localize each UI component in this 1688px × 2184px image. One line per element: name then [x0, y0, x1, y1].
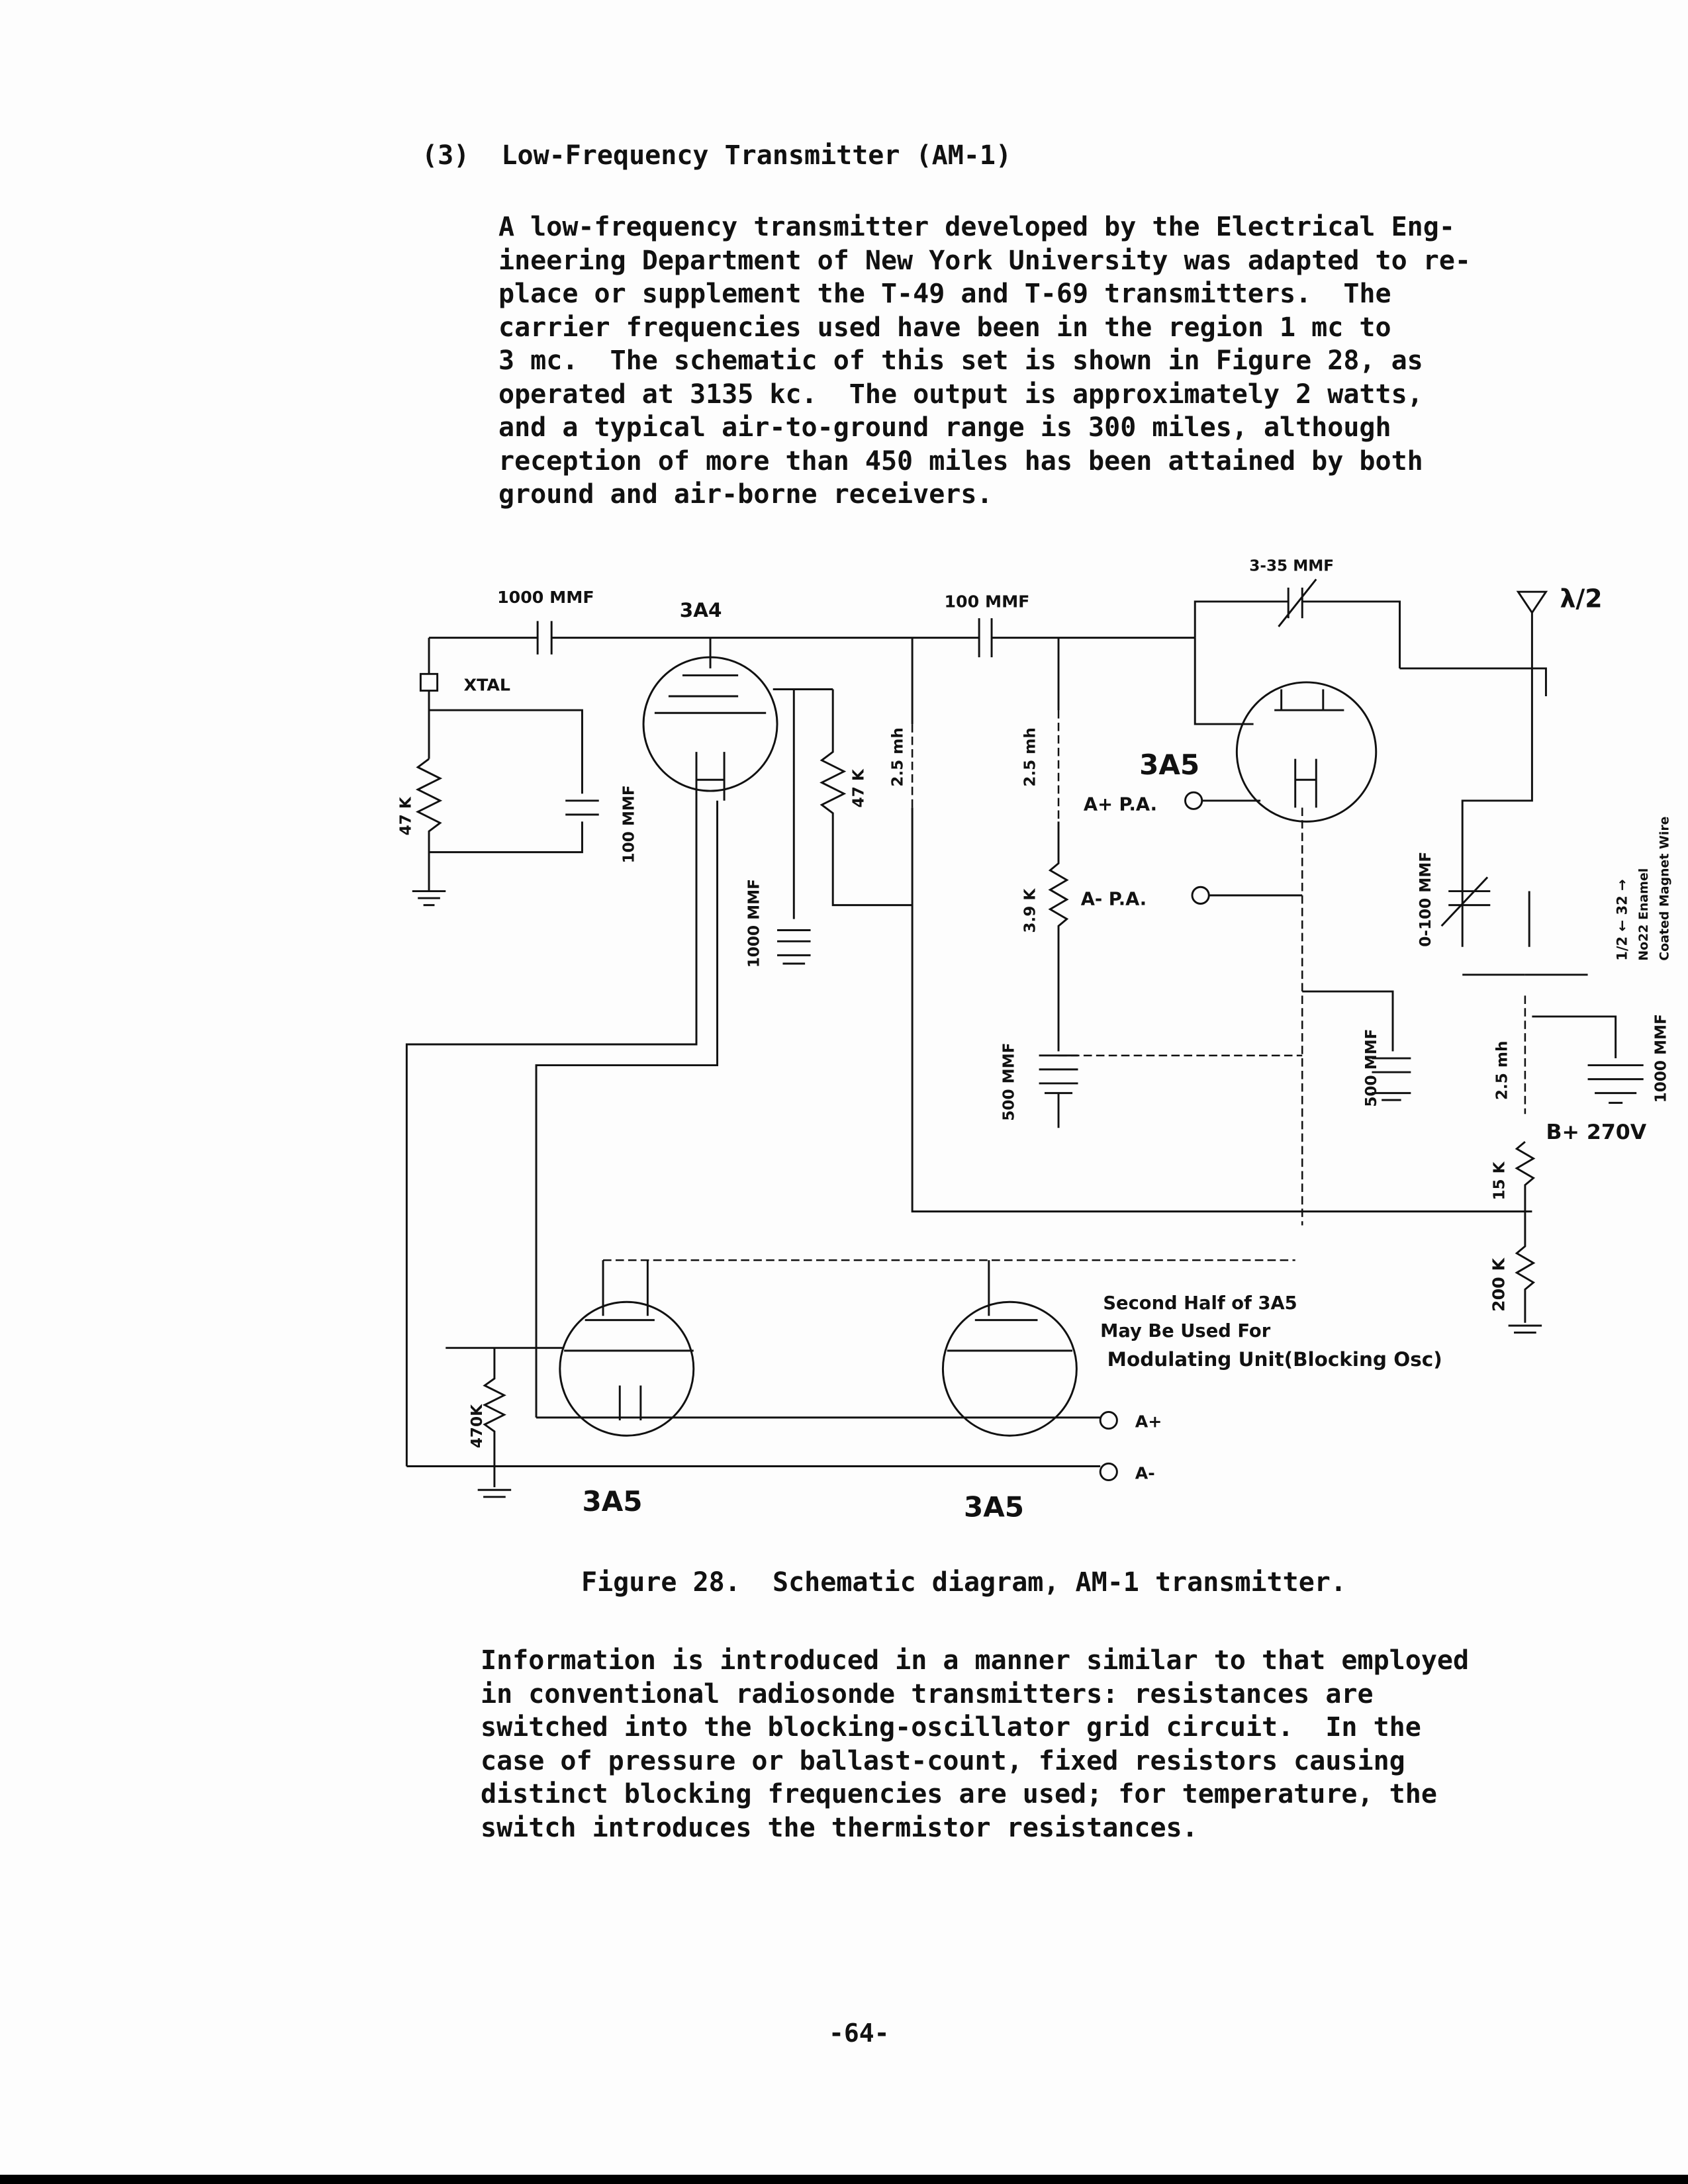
text-line: ground and air-borne receivers. [498, 479, 993, 510]
choke-coil [1057, 710, 1303, 1057]
label: 3.9 K [1021, 888, 1039, 933]
tube-3a4 [642, 656, 778, 792]
resistor-470k [477, 1347, 512, 1498]
scan-border [0, 2175, 1688, 2184]
label: 200 K [1489, 1257, 1508, 1312]
a-minus-terminal [1099, 1462, 1118, 1482]
body-paragraph: Information is introduced in a manner si… [481, 1644, 1469, 1844]
resistor-47k-left [412, 758, 446, 907]
text-line: in conventional radiosonde transmitters:… [481, 1678, 1374, 1709]
resistors-15k-200k [1508, 1141, 1542, 1334]
label: 15 K [1491, 1161, 1508, 1200]
label: 2.5 mh [889, 727, 906, 787]
a-plus-pa-terminal [1184, 791, 1203, 810]
page-number: -64- [829, 2019, 890, 2048]
bottom-tube-wiring [406, 1260, 1101, 1467]
label: 2.5 mh [1494, 1041, 1511, 1101]
label: 500 MMF [1363, 1029, 1380, 1107]
text-line: A low-frequency transmitter developed by… [498, 212, 1455, 242]
note-text: Second Half of 3A5 [1103, 1293, 1297, 1314]
label: 1/2 ← 32 → [1613, 879, 1630, 960]
label: 3A5 [1139, 749, 1199, 781]
label: 500 MMF [1001, 1043, 1018, 1121]
label: 2.5 mh [1021, 727, 1039, 787]
section-heading: (3) Low-Frequency Transmitter (AM-1) [422, 140, 1011, 171]
text-line: ineering Department of New York Universi… [498, 245, 1472, 276]
label: 3-35 MMF [1249, 558, 1334, 575]
label: 0-100 MMF [1417, 852, 1434, 947]
text-line: switch introduces the thermistor resista… [481, 1812, 1198, 1843]
capacitor-1000-right [1399, 667, 1644, 1104]
label: A+ [1135, 1412, 1162, 1432]
tube-3a5-pa-elements [1194, 637, 1344, 808]
label: 3A4 [680, 599, 722, 621]
label: 100 MMF [945, 592, 1030, 611]
capacitor-100-top [978, 618, 993, 658]
tube-3a5-right [941, 1300, 1078, 1437]
label: 1000 MMF [497, 588, 594, 607]
text-line: place or supplement the T-49 and T-69 tr… [498, 279, 1391, 309]
text-line: distinct blocking frequencies are used; … [481, 1779, 1437, 1809]
label: A- P.A. [1081, 889, 1147, 910]
antenna-and-tank [1440, 590, 1548, 976]
label: 470K [469, 1404, 486, 1448]
label: XTAL [464, 676, 510, 695]
label: A+ P.A. [1084, 795, 1157, 815]
capacitor-1000-top [536, 621, 553, 655]
capacitor-500-right [1302, 990, 1411, 1101]
note-text: Modulating Unit(Blocking Osc) [1107, 1348, 1442, 1371]
figure-caption: Figure 28. Schematic diagram, AM-1 trans… [581, 1567, 1346, 1598]
label: B+ 270V [1546, 1120, 1646, 1144]
label: A- [1135, 1463, 1155, 1482]
text-line: 3 mc. The schematic of this set is shown… [498, 345, 1423, 376]
label: 47 K [398, 796, 415, 835]
note-text: May Be Used For [1100, 1321, 1271, 1342]
label: 47 K [850, 768, 867, 807]
capacitor-3-35-variable [1194, 578, 1401, 668]
tube-3a5-pa [1235, 681, 1378, 823]
tube-3a4-wiring [654, 637, 913, 965]
text-line: operated at 3135 kc. The output is appro… [498, 379, 1423, 410]
capacitor-100-left [429, 709, 599, 854]
label: Coated Magnet Wire [1658, 816, 1672, 960]
label: 1000 MMF [746, 879, 763, 968]
text-line: and a typical air-to-ground range is 300… [498, 412, 1391, 443]
crystal-icon [419, 637, 439, 759]
tube-3a5-left [559, 1300, 695, 1437]
label: 3A5 [964, 1490, 1024, 1523]
label: No22 Enamel [1636, 868, 1651, 961]
section-title: Low-Frequency Transmitter (AM-1) [501, 140, 1012, 171]
label: 100 MMF [620, 785, 637, 863]
text-line: reception of more than 450 miles has bee… [498, 445, 1423, 477]
a-minus-pa-terminal [1191, 886, 1210, 905]
a-plus-terminal [1099, 1410, 1118, 1430]
text-line: case of pressure or ballast-count, fixed… [481, 1745, 1405, 1776]
section-number: (3) [422, 140, 470, 171]
label: 1000 MMF [1652, 1014, 1669, 1103]
label: 3A5 [582, 1485, 642, 1518]
wire [405, 752, 726, 1467]
text-line: Information is introduced in a manner si… [481, 1645, 1470, 1676]
label: λ/2 [1560, 584, 1602, 613]
text-line: switched into the blocking-oscillator gr… [481, 1712, 1421, 1743]
choke-2.5mh-a [911, 637, 1532, 1212]
text-line: carrier frequencies used have been in th… [498, 312, 1391, 343]
intro-paragraph: A low-frequency transmitter developed by… [498, 210, 1471, 512]
